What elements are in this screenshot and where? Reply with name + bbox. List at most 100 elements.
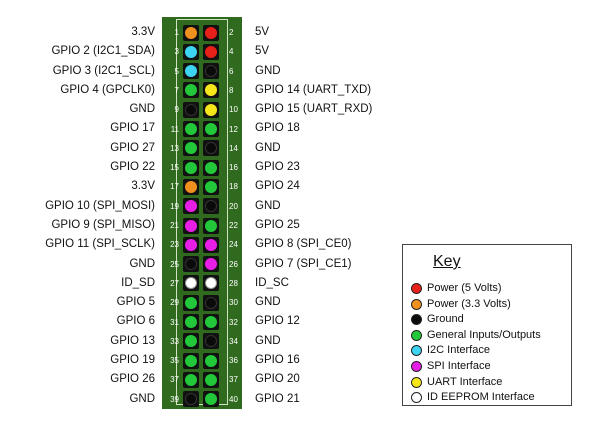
pin-number: 17 [170, 182, 179, 192]
pin-gnd-dot [205, 296, 217, 309]
pin-number: 10 [229, 105, 238, 115]
pin-socket [203, 24, 219, 41]
pin-gpio-dot [185, 354, 197, 367]
legend-label: ID EEPROM Interface [427, 391, 535, 404]
legend-title: Key [433, 253, 461, 270]
pin-socket [183, 24, 199, 41]
pin-label-left: GPIO 5 [116, 296, 155, 309]
pin-number: 6 [229, 66, 234, 76]
pin-spi-dot [185, 219, 197, 232]
legend-p33-dot [411, 298, 422, 310]
pin-label-right: GND [255, 141, 281, 154]
pin-socket [203, 391, 219, 408]
pin-label-right: GPIO 25 [255, 218, 300, 231]
pin-uart-dot [205, 103, 217, 116]
pin-socket [183, 82, 199, 99]
pin-label-right: GPIO 20 [255, 373, 300, 386]
pin-i2c-dot [185, 45, 197, 58]
pin-gpio-dot [185, 335, 197, 348]
pin-label-left: GPIO 22 [110, 161, 155, 174]
pin-label-right: GPIO 15 (UART_RXD) [255, 103, 373, 116]
pin-gnd-dot [185, 393, 197, 406]
pin-gnd-dot [205, 200, 217, 213]
legend-item: Power (5 Volts) [411, 281, 541, 297]
header-frame [176, 19, 228, 405]
pin-label-right: ID_SC [255, 276, 289, 289]
pin-label-right: GPIO 14 (UART_TXD) [255, 83, 372, 96]
pin-socket [183, 314, 199, 330]
pin-socket [183, 63, 199, 80]
legend-gnd-dot [411, 314, 422, 326]
pin-label-left: GPIO 10 (SPI_MOSI) [45, 199, 155, 212]
pin-spi-dot [205, 238, 217, 251]
pin-number: 35 [170, 356, 179, 366]
pin-label-left: GND [129, 103, 155, 116]
pin-number: 24 [229, 240, 238, 250]
pin-number: 29 [170, 298, 179, 308]
legend-i2c-dot [411, 345, 422, 357]
pin-socket [203, 217, 219, 234]
pin-eeprom-dot [205, 277, 217, 290]
pin-socket [183, 198, 199, 215]
legend-key: Key Power (5 Volts)Power (3.3 Volts)Grou… [402, 244, 572, 406]
legend-item: ID EEPROM Interface [411, 390, 541, 406]
pin-gnd-dot [185, 258, 197, 271]
pin-label-left: GPIO 3 (I2C1_SCL) [52, 64, 155, 77]
pin-label-left: 3.3V [131, 26, 155, 38]
pin-number: 27 [170, 278, 179, 288]
pin-gpio-dot [185, 373, 197, 386]
pin-gpio-dot [185, 161, 197, 174]
pin-p33-dot [185, 26, 197, 39]
pin-i2c-dot [185, 65, 197, 78]
pin-number: 1 [174, 28, 179, 37]
legend-item: Power (3.3 Volts) [411, 297, 541, 313]
pin-spi-dot [205, 258, 217, 271]
pin-gnd-dot [205, 142, 217, 155]
pin-socket [203, 121, 219, 137]
pin-number: 13 [170, 143, 179, 153]
pin-socket [183, 371, 199, 388]
pin-socket [203, 63, 219, 80]
pin-socket [203, 294, 219, 311]
legend-label: I2C Interface [427, 344, 490, 357]
pin-label-left: GPIO 13 [110, 334, 155, 347]
pin-socket [203, 178, 219, 195]
pin-socket [183, 178, 199, 195]
pin-number: 40 [229, 394, 238, 404]
pin-gpio-dot [205, 161, 217, 174]
pin-socket [183, 236, 199, 253]
pin-label-right: 5V [255, 26, 270, 38]
pin-spi-dot [185, 200, 197, 213]
pin-gpio-dot [185, 123, 197, 135]
pin-socket [203, 43, 219, 60]
pin-socket [203, 371, 219, 388]
pin-socket [203, 275, 219, 292]
pin-label-right: GPIO 16 [255, 354, 300, 367]
legend-eeprom-dot [411, 392, 422, 404]
legend-item: I2C Interface [411, 343, 541, 359]
pin-label-right: GPIO 12 [255, 315, 300, 328]
pin-label-left: GPIO 9 (SPI_MISO) [51, 218, 155, 231]
pin-gpio-dot [205, 354, 217, 367]
pin-socket [203, 314, 219, 330]
pin-socket [183, 352, 199, 369]
pin-socket [183, 101, 199, 118]
legend-label: UART Interface [427, 375, 503, 388]
pin-socket [183, 43, 199, 60]
pin-gpio-dot [185, 84, 197, 97]
